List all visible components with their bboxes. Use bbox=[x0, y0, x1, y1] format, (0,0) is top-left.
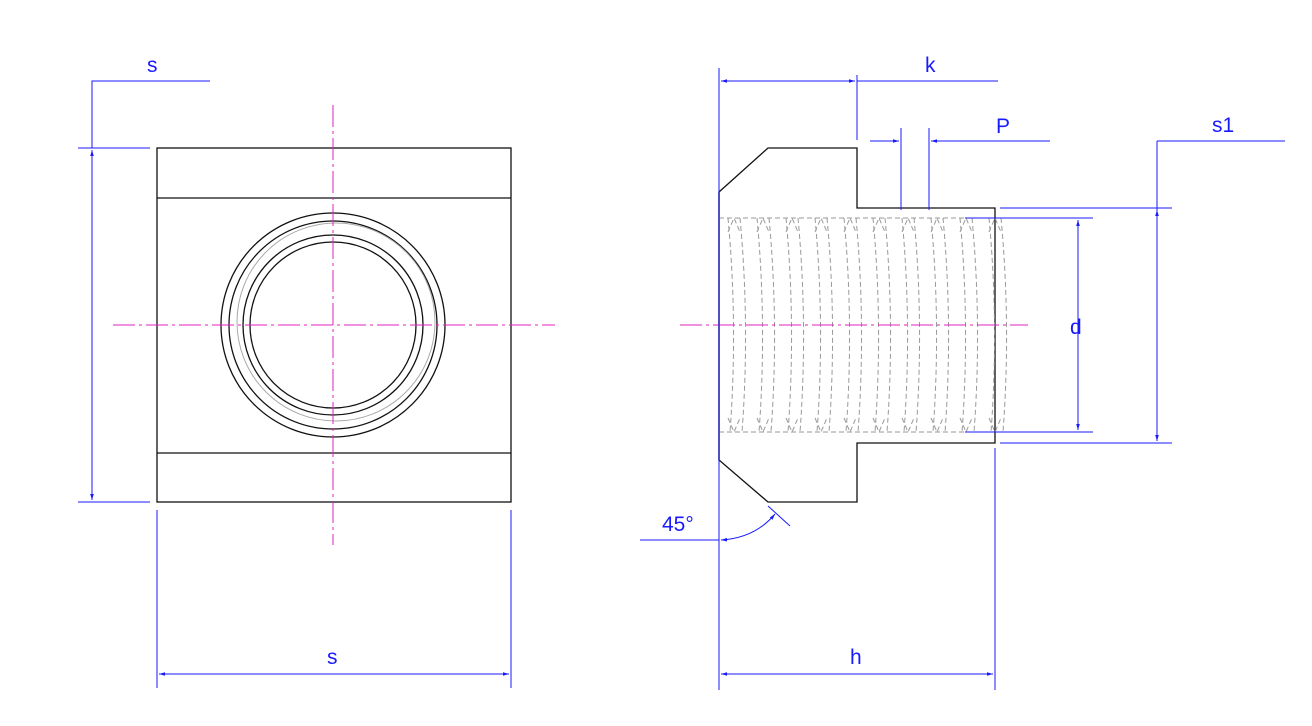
thread-tooth bbox=[814, 216, 828, 434]
thread-tooth bbox=[959, 216, 973, 434]
label-45deg: 45° bbox=[662, 513, 694, 536]
label-s-top: s bbox=[147, 54, 158, 77]
label-s1: s1 bbox=[1212, 114, 1234, 137]
label-s-bottom: s bbox=[327, 646, 338, 669]
thread-tooth bbox=[727, 216, 741, 434]
thread-tooth bbox=[930, 216, 944, 434]
dim-arc-45deg bbox=[720, 513, 776, 542]
thread-tooth bbox=[988, 216, 1002, 434]
side-dimensions: k P s1 d h 45° bbox=[640, 54, 1285, 690]
thread-crest-line bbox=[930, 217, 938, 433]
thread-crest-line bbox=[797, 217, 805, 433]
front-dimensions: s s bbox=[78, 54, 512, 688]
thread-tooth bbox=[843, 216, 857, 434]
thread-tooth bbox=[785, 216, 799, 434]
side-view bbox=[680, 147, 1028, 503]
thread-crest-line bbox=[739, 217, 747, 433]
label-k: k bbox=[925, 54, 936, 77]
thread-crest-line bbox=[901, 217, 909, 433]
thread-tooth bbox=[756, 216, 770, 434]
side-outline bbox=[718, 147, 996, 503]
label-d: d bbox=[1070, 316, 1082, 339]
thread-circle bbox=[236, 222, 436, 422]
label-h: h bbox=[850, 646, 862, 669]
thread-tooth bbox=[901, 216, 915, 434]
front-view bbox=[113, 105, 555, 545]
label-p: P bbox=[996, 115, 1010, 138]
thread-tooth bbox=[872, 216, 886, 434]
thread-crest-line bbox=[1000, 217, 1008, 433]
